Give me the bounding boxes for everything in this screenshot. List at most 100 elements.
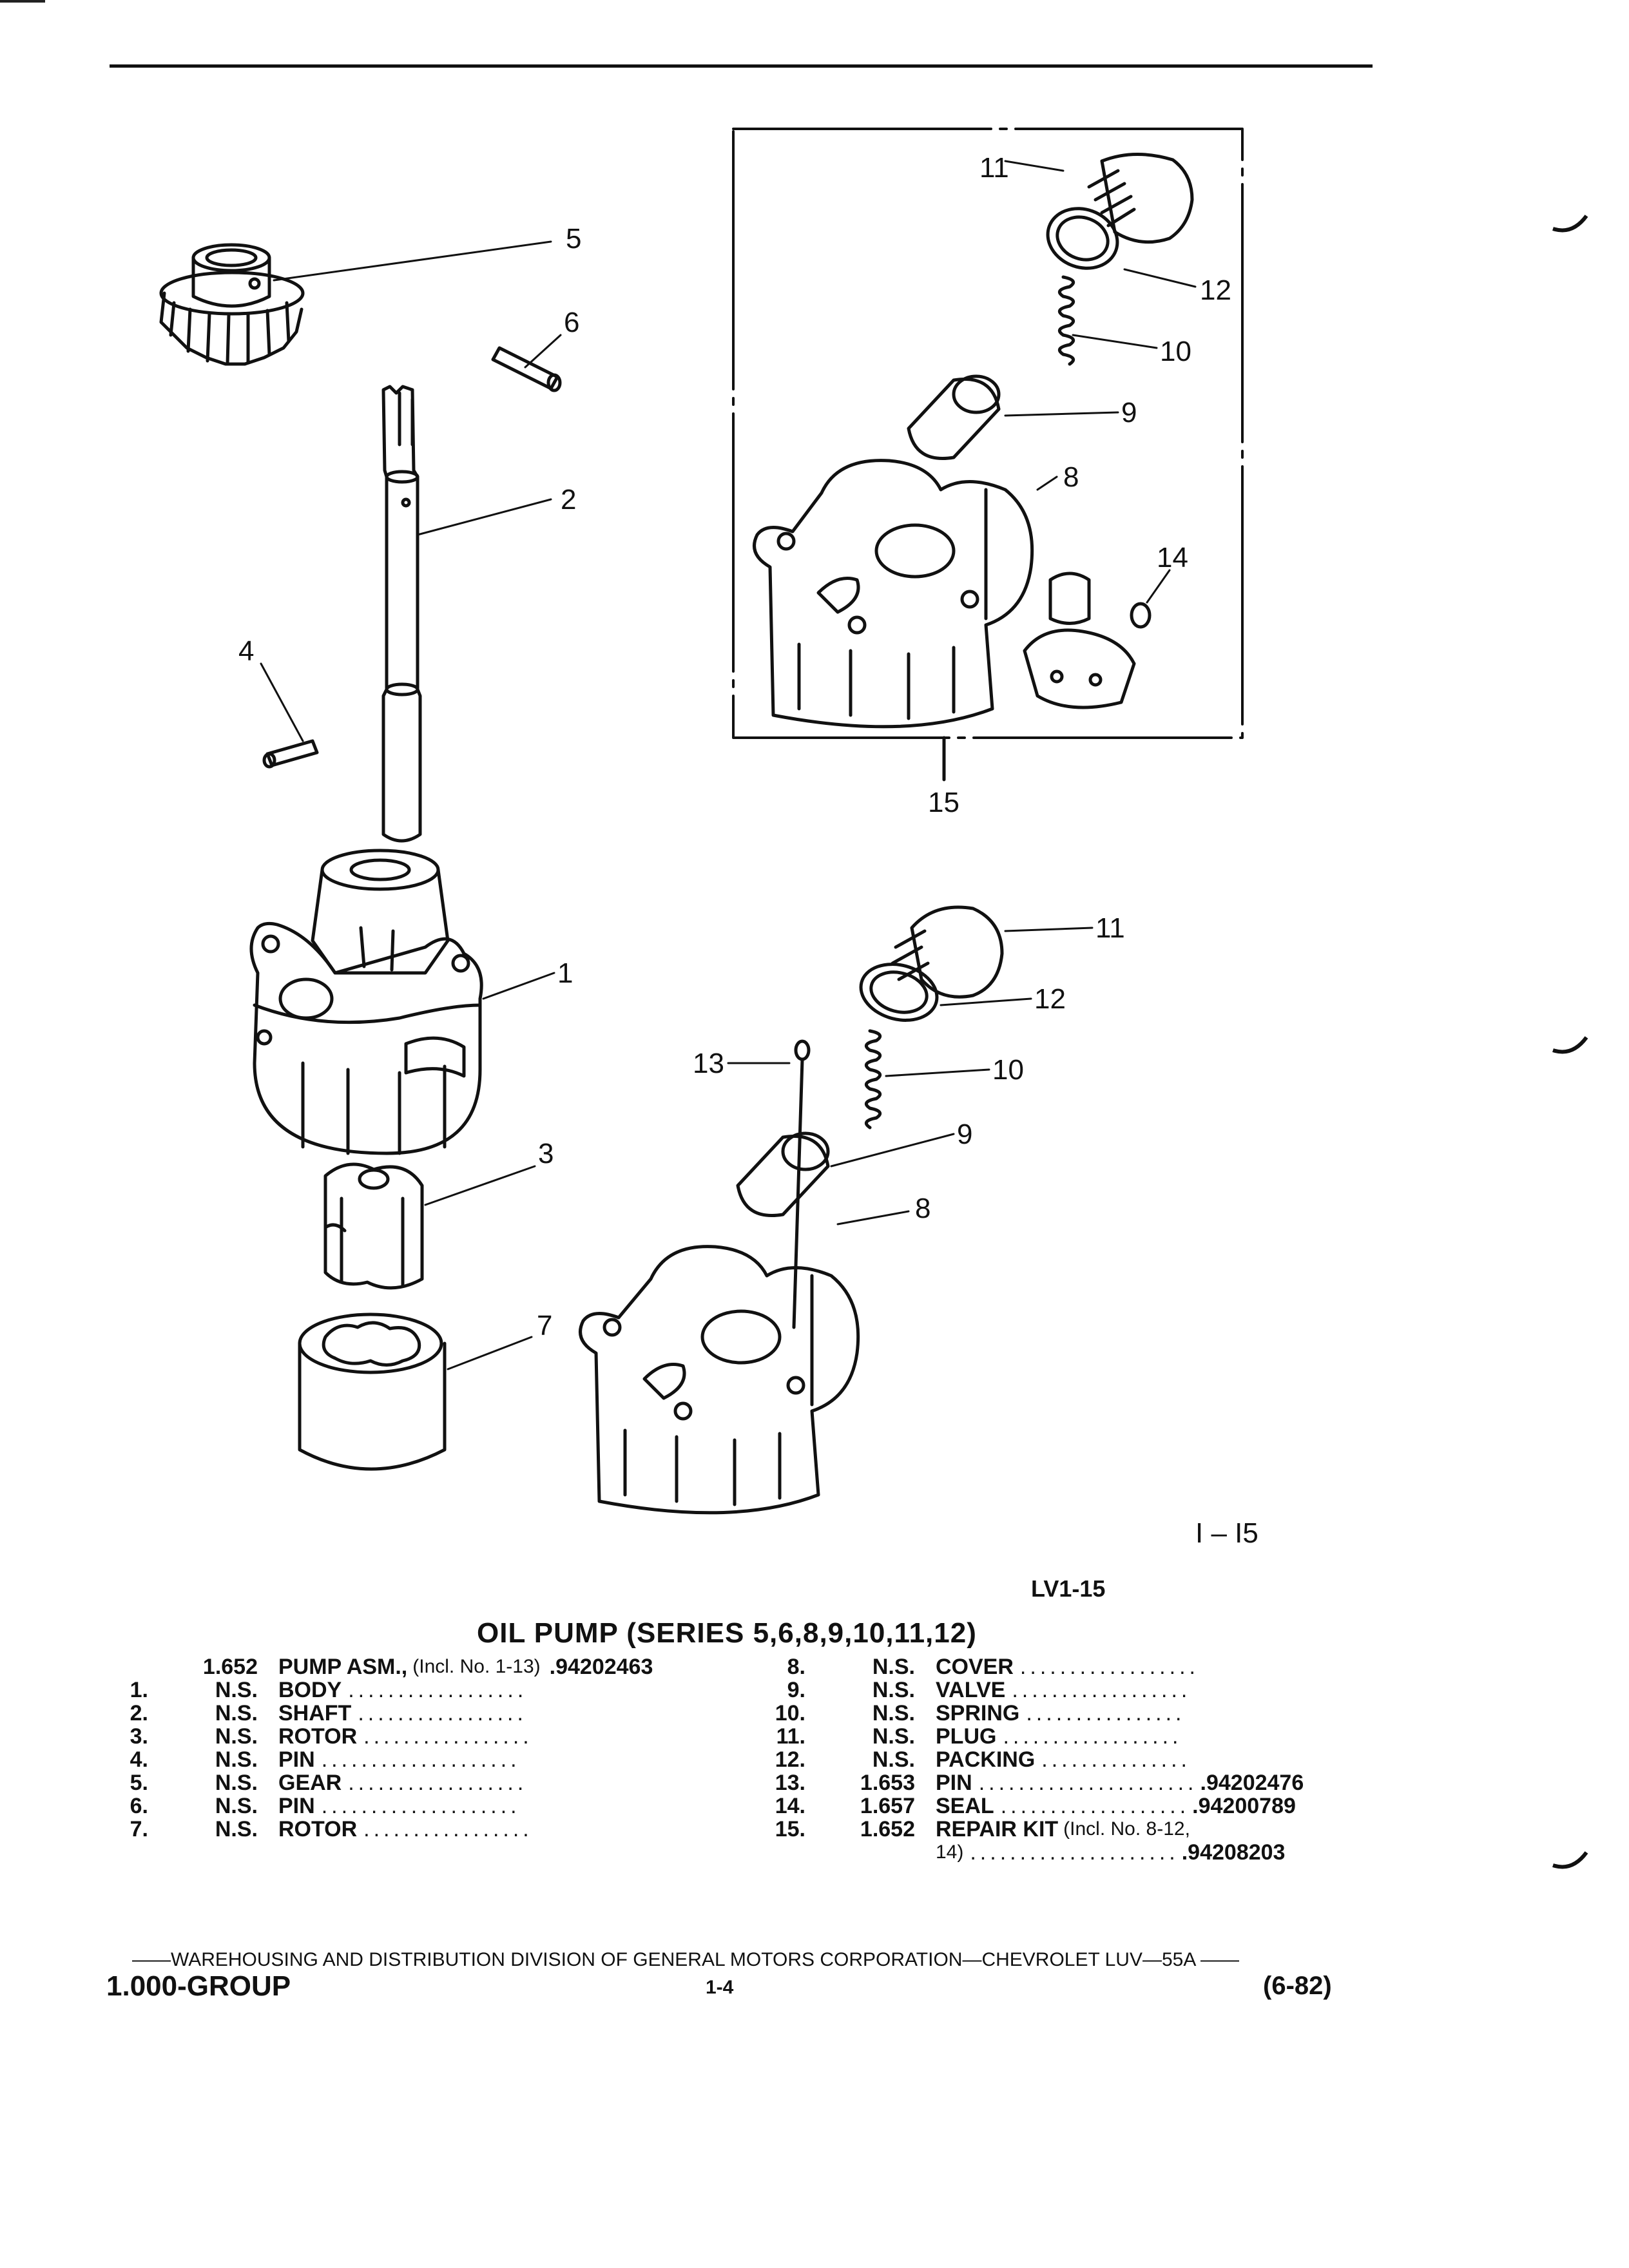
part-description: SHAFT bbox=[278, 1701, 352, 1725]
part-description: ROTOR bbox=[278, 1817, 358, 1841]
parts-row: 12. N.S. PACKING ............... bbox=[747, 1747, 1191, 1772]
footer-date: (6-82) bbox=[1263, 1972, 1332, 2000]
part-number: .94208203 bbox=[1181, 1840, 1286, 1865]
leader-dots: ................... bbox=[1000, 1794, 1190, 1818]
part-description: VALVE bbox=[936, 1678, 1006, 1702]
parts-row: 2. N.S. SHAFT ................. bbox=[90, 1701, 527, 1725]
callout-2: 2 bbox=[561, 484, 576, 515]
group-code: 1.653 bbox=[860, 1771, 915, 1795]
item-number: 14. bbox=[775, 1794, 805, 1818]
leader-dots: .................. bbox=[348, 1771, 528, 1795]
item-number: 5. bbox=[130, 1771, 148, 1795]
callout-11-kit: 11 bbox=[979, 152, 1009, 184]
group-code: N.S. bbox=[215, 1701, 258, 1725]
cover-drawing bbox=[579, 1245, 860, 1515]
leader-dots: ................. bbox=[358, 1701, 527, 1725]
part-description: PACKING bbox=[936, 1747, 1036, 1772]
parts-row: 6. N.S. PIN .................... bbox=[90, 1794, 521, 1818]
part-note: 14) bbox=[936, 1841, 964, 1863]
group-code bbox=[818, 1840, 915, 1865]
callout-1: 1 bbox=[557, 957, 573, 989]
leader-lines bbox=[260, 160, 1197, 1370]
part-number: .94202476 bbox=[1200, 1771, 1304, 1795]
callout-15: 15 bbox=[928, 787, 959, 818]
callout-14: 14 bbox=[1157, 542, 1188, 573]
group-code: N.S. bbox=[872, 1701, 915, 1725]
item-number: 13. bbox=[775, 1771, 805, 1795]
parts-row: 10. N.S. SPRING ................ bbox=[747, 1701, 1186, 1725]
kit-packing-drawing bbox=[1046, 207, 1119, 270]
part-description: PLUG bbox=[936, 1724, 997, 1749]
group-code: N.S. bbox=[215, 1817, 258, 1841]
gear-drawing bbox=[159, 243, 305, 366]
leader-dots: .................. bbox=[348, 1678, 528, 1702]
group-code: N.S. bbox=[215, 1678, 258, 1702]
item-number: 9. bbox=[787, 1678, 805, 1702]
item-number: 12. bbox=[775, 1747, 805, 1772]
parts-title: OIL PUMP (SERIES 5,6,8,9,10,11,12) bbox=[477, 1617, 977, 1649]
callout-4: 4 bbox=[238, 635, 254, 667]
part-description: COVER bbox=[936, 1655, 1014, 1679]
part-number: .94200789 bbox=[1192, 1794, 1296, 1818]
group-code: N.S. bbox=[215, 1794, 258, 1818]
leader-dots: ..................... bbox=[970, 1840, 1179, 1865]
pin-13-drawing bbox=[792, 1039, 811, 1329]
item-number: 4. bbox=[130, 1747, 148, 1772]
item-number bbox=[90, 1655, 148, 1679]
kit-cover-drawing bbox=[753, 459, 1034, 729]
spring-drawing bbox=[864, 1029, 882, 1129]
parts-row: 5. N.S. GEAR .................. bbox=[90, 1771, 527, 1795]
item-number bbox=[747, 1840, 805, 1865]
plug-drawing bbox=[891, 905, 1004, 999]
callout-12-kit: 12 bbox=[1200, 274, 1231, 306]
pin-4-drawing bbox=[262, 739, 319, 769]
callout-6: 6 bbox=[564, 307, 579, 338]
group-code: 1.652 bbox=[860, 1817, 915, 1841]
leader-dots: .................... bbox=[321, 1747, 521, 1772]
part-note: (Incl. No. 1-13) bbox=[412, 1656, 541, 1677]
parts-row: 3. N.S. ROTOR ................. bbox=[90, 1724, 533, 1749]
part-description: PIN bbox=[278, 1747, 315, 1772]
callout-10-kit: 10 bbox=[1160, 336, 1191, 367]
group-code: N.S. bbox=[872, 1655, 915, 1679]
leader-dots: ................ bbox=[1026, 1701, 1186, 1725]
callout-13: 13 bbox=[693, 1048, 724, 1079]
part-description: ROTOR bbox=[278, 1724, 358, 1749]
part-description: PIN bbox=[278, 1794, 315, 1818]
part-note: (Incl. No. 8-12, bbox=[1063, 1818, 1190, 1840]
valve-drawing bbox=[736, 1131, 830, 1217]
parts-row: 15. 1.652 REPAIR KIT (Incl. No. 8-12, bbox=[747, 1817, 1190, 1841]
parts-row: 13. 1.653 PIN ...................... .94… bbox=[747, 1771, 1304, 1795]
part-description: REPAIR KIT bbox=[936, 1817, 1059, 1841]
group-code: N.S. bbox=[872, 1678, 915, 1702]
binder-marks bbox=[1552, 215, 1588, 1869]
leader-dots: .................. bbox=[1012, 1678, 1191, 1702]
repair-kit-box bbox=[732, 128, 1244, 739]
item-number: 8. bbox=[787, 1655, 805, 1679]
callout-12: 12 bbox=[1034, 983, 1066, 1015]
callout-9: 9 bbox=[957, 1119, 972, 1150]
kit-mini-pump-drawing bbox=[1023, 572, 1136, 709]
callout-11: 11 bbox=[1095, 912, 1125, 944]
item-number: 15. bbox=[775, 1817, 805, 1841]
leader-dots: .................... bbox=[321, 1794, 521, 1818]
parts-row: 1.652 PUMP ASM., (Incl. No. 1-13) .94202… bbox=[90, 1655, 653, 1679]
leader-dots: ...................... bbox=[978, 1771, 1198, 1795]
callout-9-kit: 9 bbox=[1121, 397, 1137, 428]
group-code: N.S. bbox=[215, 1771, 258, 1795]
leader-dots: ............... bbox=[1041, 1747, 1191, 1772]
kit-spring-drawing bbox=[1057, 275, 1075, 366]
part-description: SEAL bbox=[936, 1794, 994, 1818]
parts-row: 4. N.S. PIN .................... bbox=[90, 1747, 521, 1772]
parts-row: 14. 1.657 SEAL ................... .9420… bbox=[747, 1794, 1296, 1818]
header-rule bbox=[110, 64, 1373, 68]
callout-8: 8 bbox=[915, 1193, 930, 1224]
leader-dots: ................. bbox=[363, 1724, 533, 1749]
parts-row: 11. N.S. PLUG .................. bbox=[747, 1724, 1182, 1749]
group-code: N.S. bbox=[215, 1747, 258, 1772]
parts-row: 7. N.S. ROTOR ................. bbox=[90, 1817, 533, 1841]
item-number: 11. bbox=[776, 1724, 805, 1749]
part-description: BODY bbox=[278, 1678, 342, 1702]
callout-3: 3 bbox=[538, 1138, 554, 1169]
